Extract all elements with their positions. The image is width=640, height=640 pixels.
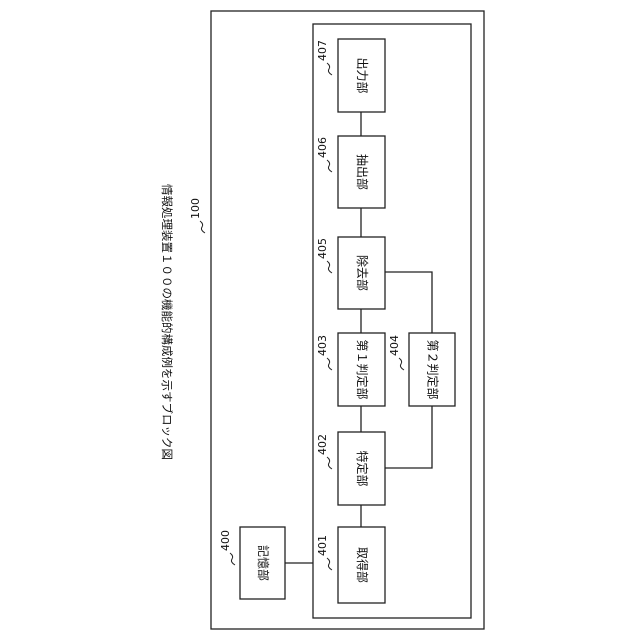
block-406-ref: 406 xyxy=(316,137,329,158)
block-406-leader xyxy=(327,160,332,172)
functional-unit-frame xyxy=(313,24,471,618)
storage-ref: 400 xyxy=(219,530,232,551)
block-407-label: 出力部 xyxy=(355,57,370,93)
block-402-leader xyxy=(327,457,332,469)
block-401-label: 取得部 xyxy=(355,547,370,583)
wire-404-405 xyxy=(385,272,432,333)
block-405-label: 除去部 xyxy=(355,255,370,291)
wire-402-404 xyxy=(385,406,432,468)
block-404-label: 第２判定部 xyxy=(426,339,441,399)
apparatus-leader xyxy=(200,221,205,233)
block-406-label: 抽出部 xyxy=(355,154,370,190)
block-407-ref: 407 xyxy=(316,40,329,61)
block-404-ref: 404 xyxy=(388,335,401,356)
block-404-leader xyxy=(399,358,404,370)
block-407-leader xyxy=(327,63,332,75)
block-401-ref: 401 xyxy=(316,535,329,556)
storage-label: 記憶部 xyxy=(256,545,271,581)
block-402-label: 特定部 xyxy=(355,450,370,486)
block-403-ref: 403 xyxy=(316,335,329,356)
storage-leader xyxy=(230,553,235,565)
block-403-leader xyxy=(327,358,332,370)
block-402-ref: 402 xyxy=(316,434,329,455)
diagram-title: 情報処理装置１００の機能的構成例を示すブロック図 xyxy=(160,184,174,460)
block-403-label: 第１判定部 xyxy=(355,339,370,399)
block-405-leader xyxy=(327,261,332,273)
block-401-leader xyxy=(327,558,332,570)
block-405-ref: 405 xyxy=(316,238,329,259)
apparatus-ref: 100 xyxy=(189,198,202,219)
